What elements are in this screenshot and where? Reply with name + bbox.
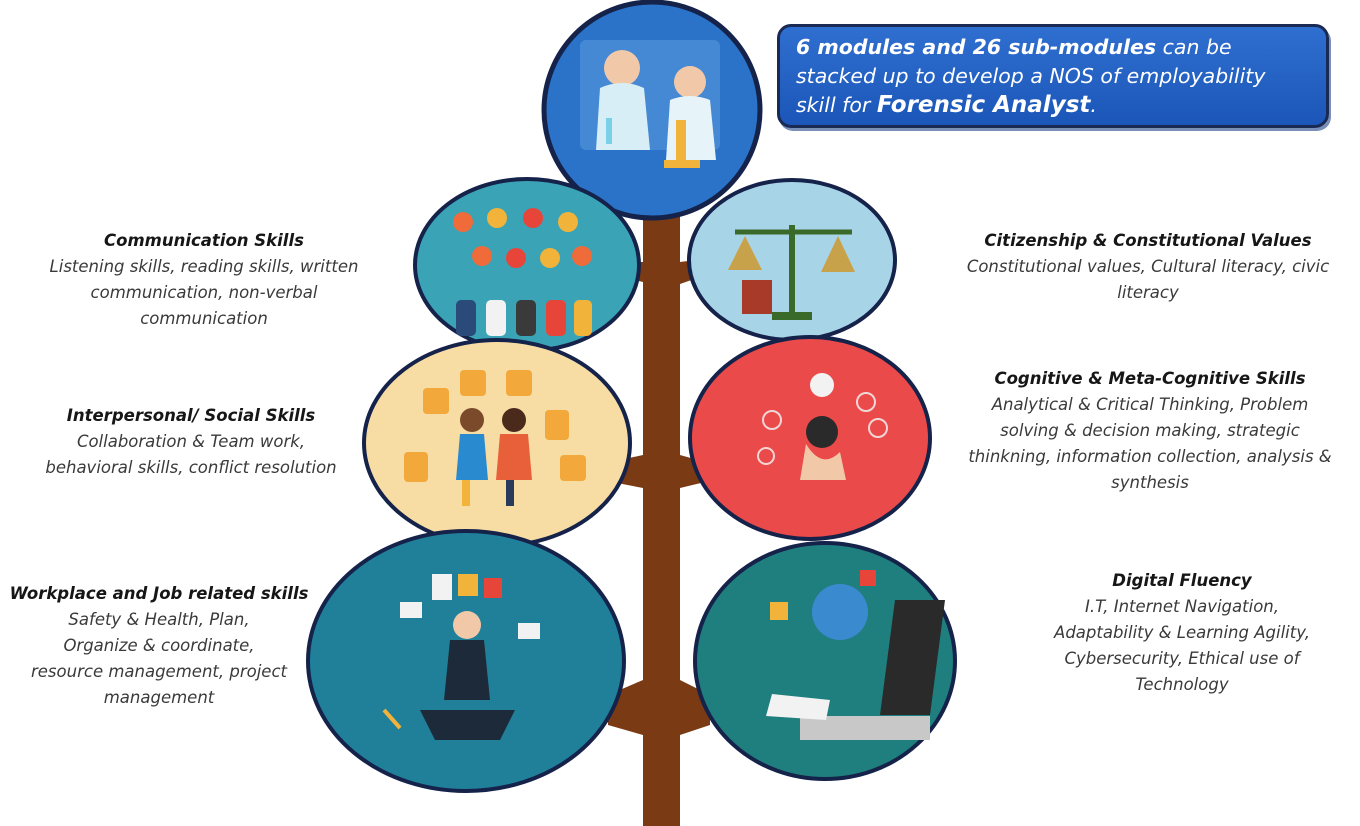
callout-end: . [1090, 93, 1097, 117]
communication-desc-line: Listening skills, reading skills, writte… [49, 257, 359, 276]
digital-desc-line: Cybersecurity, Ethical use of [1064, 649, 1300, 668]
forensic-lab-illustration [541, 0, 763, 221]
communication-desc-line: communication [140, 309, 268, 328]
communication-desc-line: communication, non-verbal [90, 283, 318, 302]
citizenship-desc-line: literacy [1117, 283, 1179, 302]
digital-fluency-illustration [693, 541, 957, 781]
role-name: Forensic Analyst [876, 92, 1091, 118]
workplace-skills-illustration [306, 529, 626, 793]
digital-desc-line: Adaptability & Learning Agility, [1054, 623, 1310, 642]
workplace-desc-line: Organize & coordinate, [63, 636, 255, 655]
digital-title: Digital Fluency [1112, 571, 1252, 590]
citizenship-values-label: Citizenship & Constitutional Values Cons… [950, 228, 1346, 306]
workplace-desc-line: resource management, project [31, 662, 287, 681]
callout-body-text: can be stacked up to develop a NOS of em… [796, 35, 1266, 117]
citizenship-values-illustration [687, 178, 897, 342]
workplace-title: Workplace and Job related skills [9, 584, 309, 603]
interpersonal-desc-line: Collaboration & Team work, [76, 432, 306, 451]
interpersonal-title: Interpersonal/ Social Skills [66, 406, 316, 425]
workplace-desc-line: Safety & Health, Plan, [68, 610, 250, 629]
cognitive-desc-line: solving & decision making, strategic [1000, 421, 1300, 440]
citizenship-desc-line: Constitutional values, Cultural literacy… [966, 257, 1330, 276]
cognitive-title: Cognitive & Meta-Cognitive Skills [994, 369, 1306, 388]
cognitive-skills-illustration [688, 335, 932, 541]
digital-desc-line: I.T, Internet Navigation, [1084, 597, 1279, 616]
summary-callout: 6 modules and 26 sub-modules can be stac… [777, 24, 1329, 128]
digital-desc-line: Technology [1135, 675, 1229, 694]
workplace-desc-line: management [103, 688, 215, 707]
modules-count-text: 6 modules and 26 sub-modules [796, 35, 1157, 59]
interpersonal-skills-label: Interpersonal/ Social Skills Collaborati… [20, 403, 362, 481]
cognitive-desc-line: synthesis [1111, 473, 1189, 492]
cognitive-desc-line: thinkning, information collection, analy… [968, 447, 1332, 466]
communication-skills-illustration [413, 177, 641, 353]
digital-fluency-label: Digital Fluency I.T, Internet Navigation… [1026, 568, 1338, 698]
citizenship-title: Citizenship & Constitutional Values [984, 231, 1312, 250]
cognitive-skills-label: Cognitive & Meta-Cognitive Skills Analyt… [946, 366, 1354, 496]
communication-title: Communication Skills [104, 231, 304, 250]
interpersonal-skills-illustration [362, 338, 632, 548]
cognitive-desc-line: Analytical & Critical Thinking, Problem [991, 395, 1309, 414]
interpersonal-desc-line: behavioral skills, conflict resolution [45, 458, 337, 477]
communication-skills-label: Communication Skills Listening skills, r… [24, 228, 384, 332]
workplace-skills-label: Workplace and Job related skills Safety … [4, 581, 314, 711]
